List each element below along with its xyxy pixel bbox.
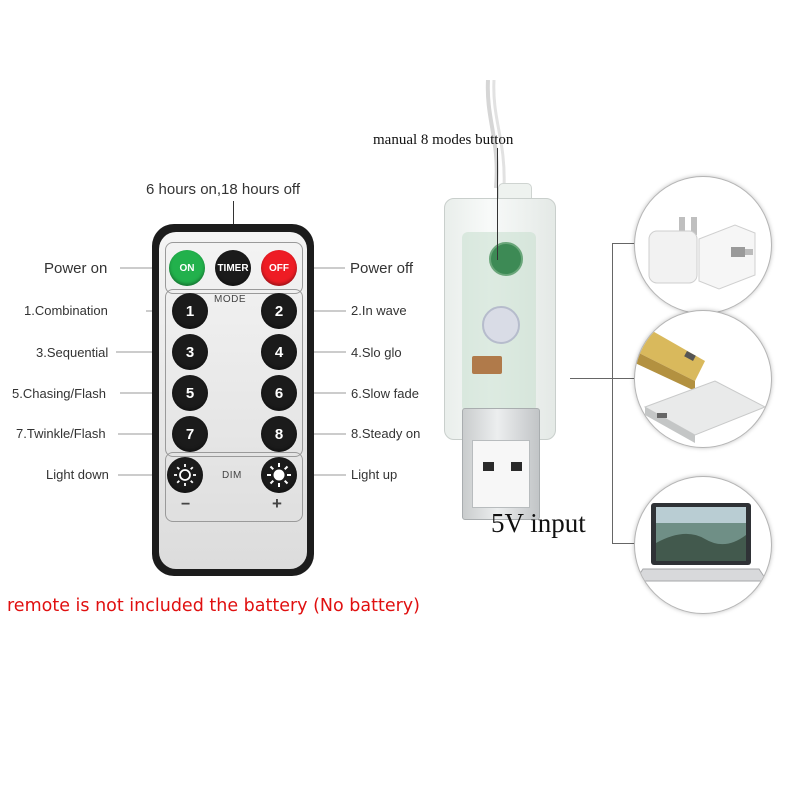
mode-label-4: 4.Slo glo (351, 345, 402, 360)
power-bank-circle (634, 310, 772, 448)
mode-button-6[interactable]: 6 (261, 375, 297, 411)
timer-note: 6 hours on,18 hours off (146, 181, 300, 198)
bracket-branch-bottom (612, 543, 636, 544)
mode-label-6: 6.Slow fade (351, 386, 419, 401)
mode-button-5[interactable]: 5 (172, 375, 208, 411)
wall-charger-icon (648, 217, 756, 290)
plus-sign: + (272, 494, 283, 513)
light-down-label: Light down (46, 467, 109, 482)
manual-button-pointer-line (497, 148, 498, 260)
dim-caption: DIM (222, 470, 242, 481)
mode-button-2[interactable]: 2 (261, 293, 297, 329)
bracket-branch-top (612, 243, 636, 244)
mode-label-5: 5.Chasing/Flash (12, 386, 106, 401)
sun-dim-icon (174, 464, 196, 486)
off-button[interactable]: OFF (261, 250, 297, 286)
cable-wire (485, 80, 506, 189)
bracket-vertical (612, 243, 613, 543)
power-bank-icon (635, 321, 767, 443)
top-button-panel (165, 242, 303, 294)
mode-button-7[interactable]: 7 (172, 416, 208, 452)
battery-note: remote is not included the battery (No b… (7, 596, 420, 616)
power-off-label: Power off (350, 260, 414, 277)
sun-bright-icon (267, 463, 291, 487)
mode-push-button[interactable] (482, 306, 520, 344)
chip-component (472, 356, 502, 374)
laptop-icon (635, 503, 768, 582)
mode-label-7: 7.Twinkle/Flash (16, 426, 106, 441)
usb-slot-left (483, 462, 494, 471)
light-up-label: Light up (351, 467, 398, 482)
timer-button[interactable]: TIMER (215, 250, 251, 286)
usb-plug-tongue (472, 440, 530, 508)
mode-button-4[interactable]: 4 (261, 334, 297, 370)
bracket-branch-middle (612, 378, 636, 379)
mode-label-3: 3.Sequential (36, 345, 109, 360)
mode-label-8: 8.Steady on (351, 426, 421, 441)
on-button[interactable]: ON (169, 250, 205, 286)
led-component (489, 242, 523, 276)
laptop-circle (634, 476, 772, 614)
light-down-button[interactable] (167, 457, 203, 493)
mode-caption: MODE (214, 294, 246, 305)
mode-button-panel (165, 289, 303, 457)
light-up-button[interactable] (261, 457, 297, 493)
mode-button-3[interactable]: 3 (172, 334, 208, 370)
power-on-label: Power on (44, 260, 108, 277)
minus-sign: − (181, 496, 191, 513)
mode-button-8[interactable]: 8 (261, 416, 297, 452)
usb-slot-right (511, 462, 522, 471)
bracket-stem (570, 378, 612, 379)
manual-button-label: manual 8 modes button (373, 132, 514, 148)
mode-label-2: 2.In wave (351, 303, 407, 318)
mode-button-1[interactable]: 1 (172, 293, 208, 329)
dim-button-panel (165, 452, 303, 522)
input-voltage-label: 5V input (491, 508, 586, 538)
charger-circle (634, 176, 772, 314)
mode-label-1: 1.Combination (24, 303, 108, 318)
timer-pointer-line (233, 201, 234, 237)
